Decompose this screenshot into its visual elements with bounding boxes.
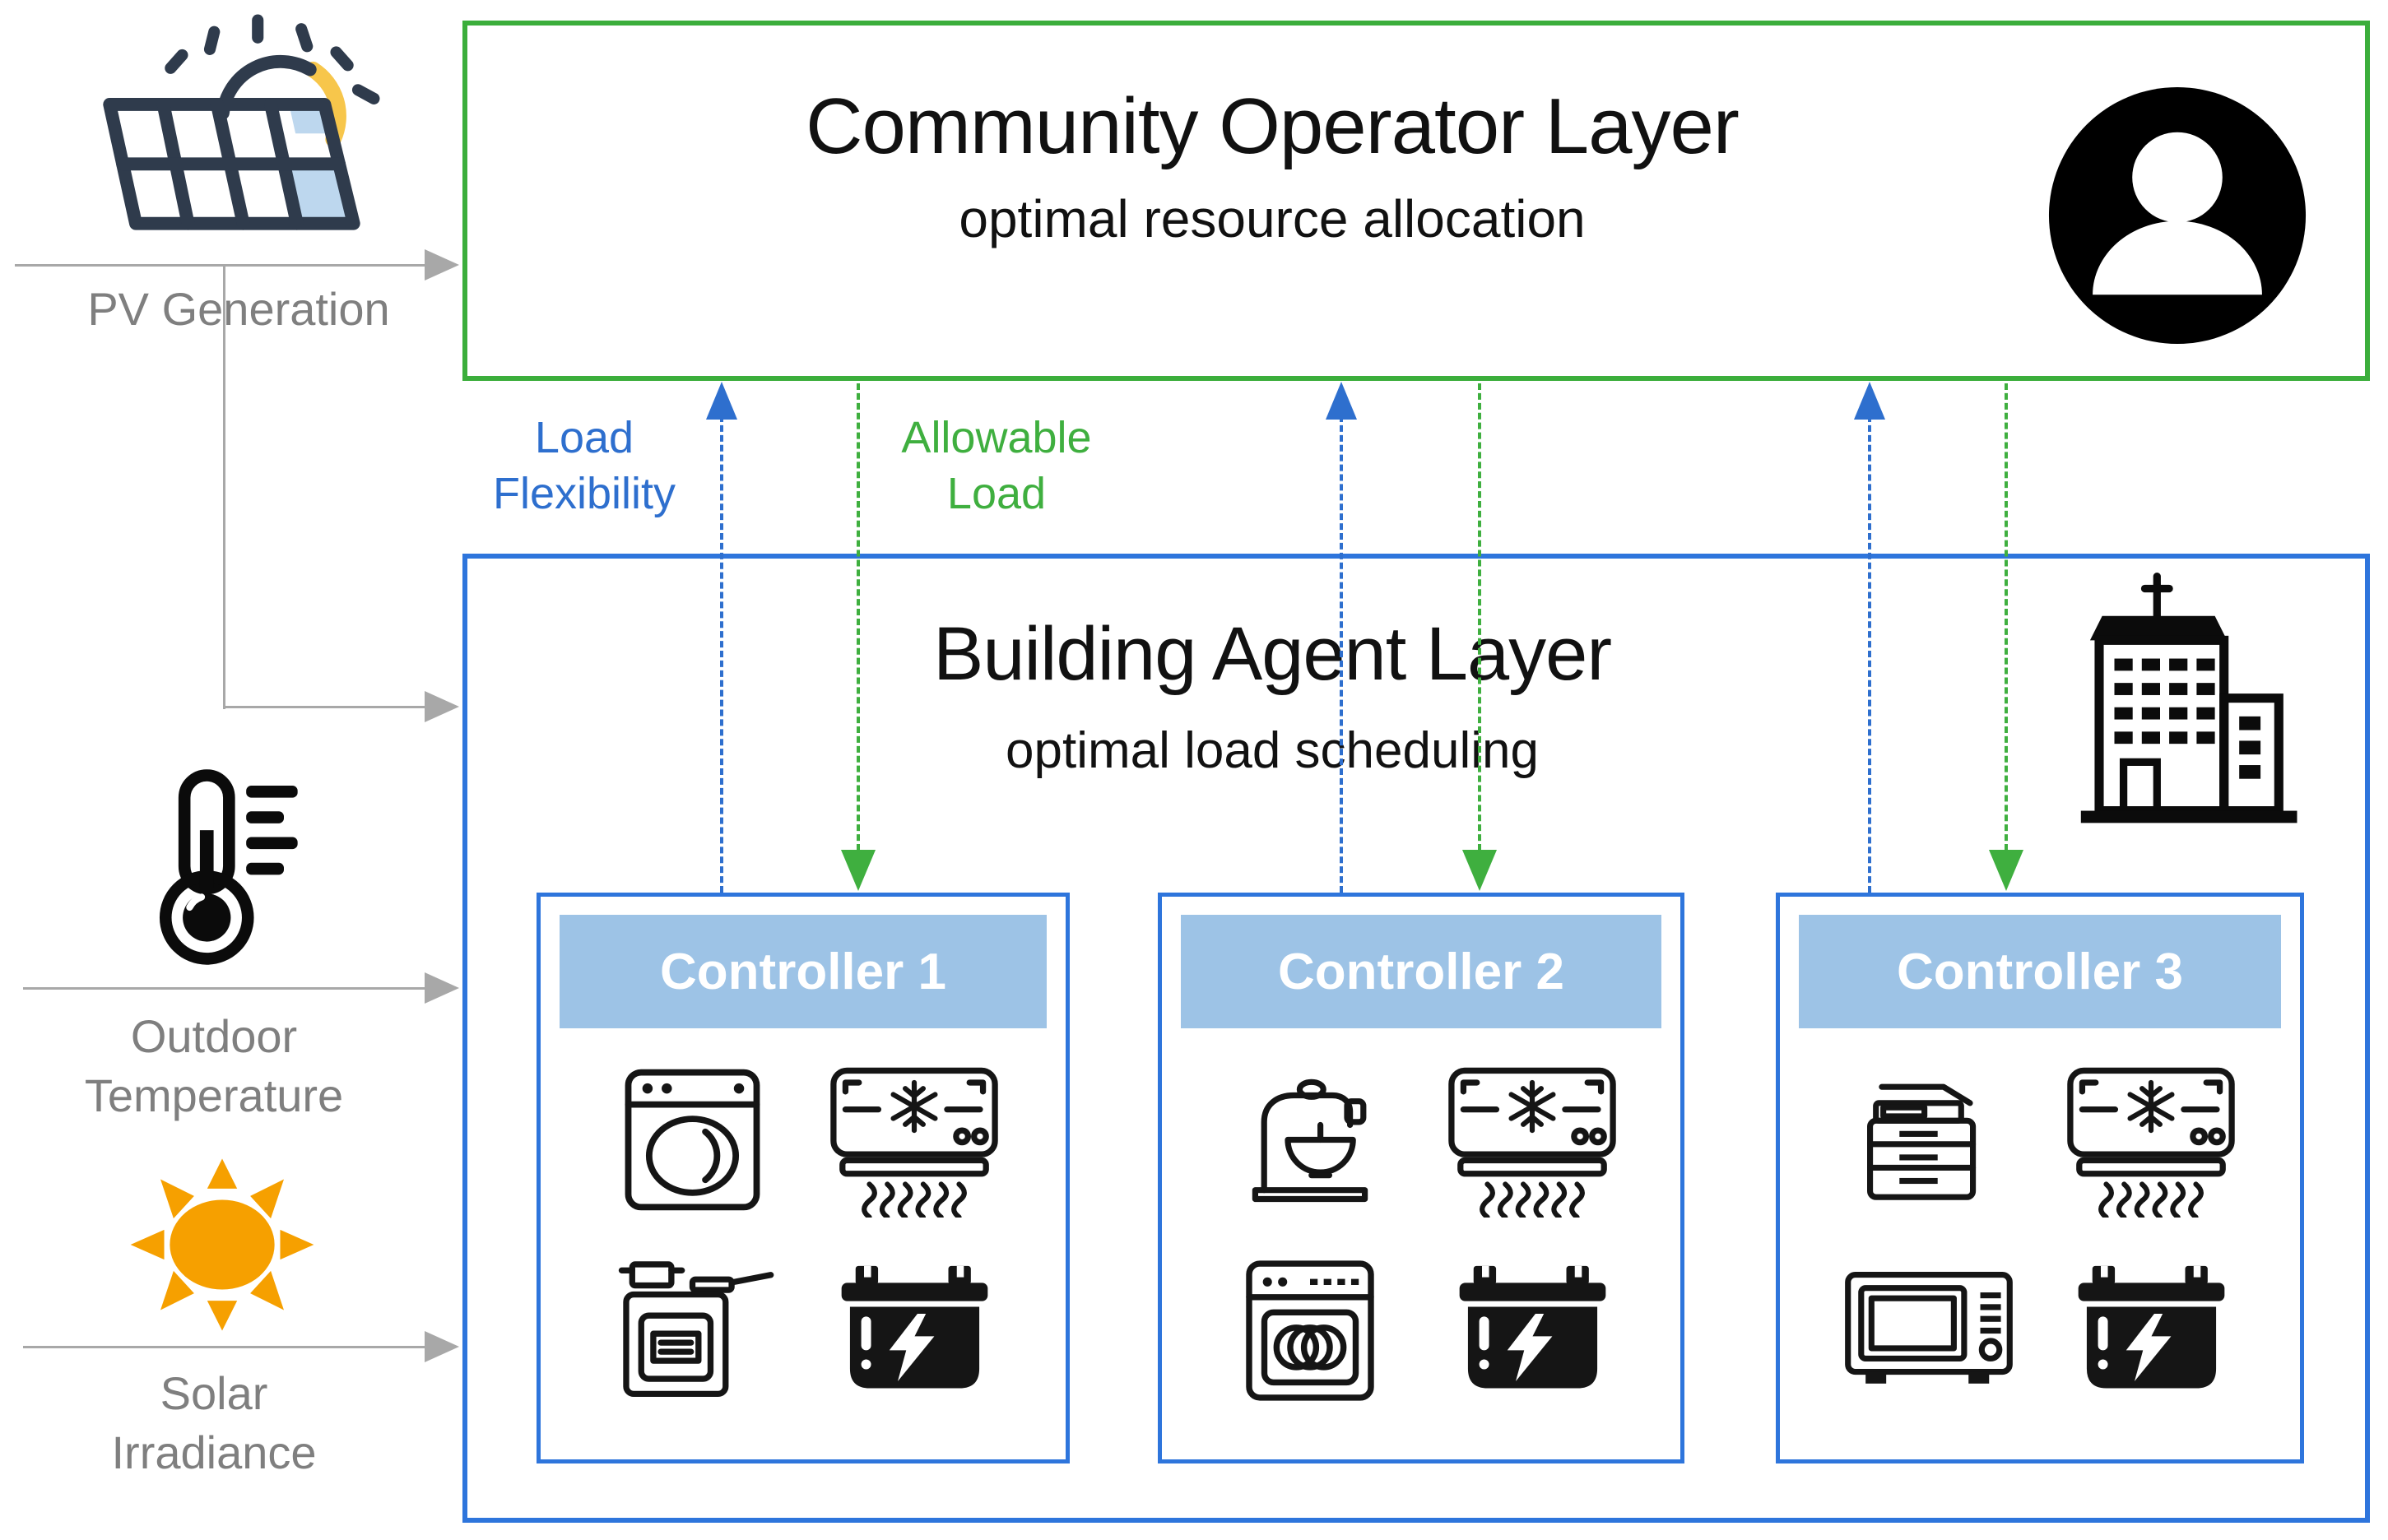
air-conditioner-icon <box>1443 1061 1622 1218</box>
sun-icon <box>130 1158 314 1331</box>
building-agent-titles: Building Agent Layer optimal load schedu… <box>462 609 2370 782</box>
allowable-load-arrow-3 <box>2005 383 2008 851</box>
controller-3-box: Controller 3 <box>1776 893 2304 1463</box>
building-icon <box>2080 573 2297 823</box>
controller-1-appliances <box>541 1061 1066 1408</box>
pv-branch-line <box>223 266 225 709</box>
down-arrowhead-icon <box>1462 850 1497 891</box>
pv-branch-arrowhead-icon <box>425 691 459 722</box>
community-operator-title: Community Operator Layer <box>806 82 1740 170</box>
microwave-icon <box>1839 1252 2019 1408</box>
up-arrowhead-icon <box>1854 382 1885 420</box>
controller-2-appliances <box>1162 1061 1680 1408</box>
washing-machine-icon <box>602 1061 782 1218</box>
down-arrowhead-icon <box>1989 850 2023 891</box>
controller-3-label: Controller 3 <box>1897 943 2183 1000</box>
stand-mixer-icon <box>1220 1061 1400 1218</box>
pv-generation-label: PV Generation <box>87 283 390 335</box>
battery-icon <box>825 1252 1004 1408</box>
controller-2-box: Controller 2 <box>1158 893 1684 1463</box>
battery-icon <box>1443 1252 1622 1408</box>
temperature-arrowhead-icon <box>425 972 459 1004</box>
controller-1-header: Controller 1 <box>560 915 1047 1028</box>
controller-1-label: Controller 1 <box>660 943 946 1000</box>
community-operator-titles: Community Operator Layer optimal resourc… <box>467 81 2365 249</box>
outdoor-temperature-label: Outdoor Temperature <box>84 1010 344 1121</box>
building-agent-subtitle: optimal load scheduling <box>1006 722 1539 779</box>
community-operator-layer-box: Community Operator Layer optimal resourc… <box>462 21 2370 381</box>
up-arrowhead-icon <box>706 382 737 420</box>
air-conditioner-icon <box>2061 1061 2241 1218</box>
load-flexibility-arrow-2 <box>1340 415 1343 893</box>
allowable-load-label: Allowable Load <box>901 413 1092 518</box>
controller-1-box: Controller 1 <box>537 893 1070 1463</box>
load-flexibility-arrow-3 <box>1868 415 1871 893</box>
dishwasher-icon <box>1220 1252 1400 1408</box>
controller-3-appliances <box>1780 1061 2300 1408</box>
down-arrowhead-icon <box>841 850 876 891</box>
allowable-load-arrow-2 <box>1478 383 1481 851</box>
air-conditioner-icon <box>825 1061 1004 1218</box>
load-flexibility-label: Load Flexibility <box>492 413 676 518</box>
pv-arrow-line <box>15 264 428 267</box>
allowable-load-arrow-1 <box>857 383 860 851</box>
solar-arrowhead-icon <box>425 1331 459 1362</box>
pv-branch-line-horizontal <box>223 706 429 708</box>
community-operator-subtitle: optimal resource allocation <box>959 189 1586 248</box>
thermometer-icon <box>159 769 298 965</box>
solar-irradiance-label: Solar Irradiance <box>111 1367 317 1478</box>
load-flexibility-arrow-1 <box>720 415 723 893</box>
solar-panel-icon <box>103 14 380 230</box>
person-icon <box>2048 86 2307 345</box>
controller-3-header: Controller 3 <box>1799 915 2281 1028</box>
up-arrowhead-icon <box>1326 382 1357 420</box>
solar-arrow-line <box>23 1346 428 1348</box>
copier-icon <box>1839 1061 2019 1218</box>
controller-2-header: Controller 2 <box>1181 915 1661 1028</box>
stove-icon <box>602 1252 782 1408</box>
battery-icon <box>2061 1252 2241 1408</box>
building-agent-title: Building Agent Layer <box>933 612 1612 696</box>
pv-arrowhead-icon <box>425 249 459 281</box>
controller-2-label: Controller 2 <box>1278 943 1564 1000</box>
temperature-arrow-line <box>23 987 428 990</box>
